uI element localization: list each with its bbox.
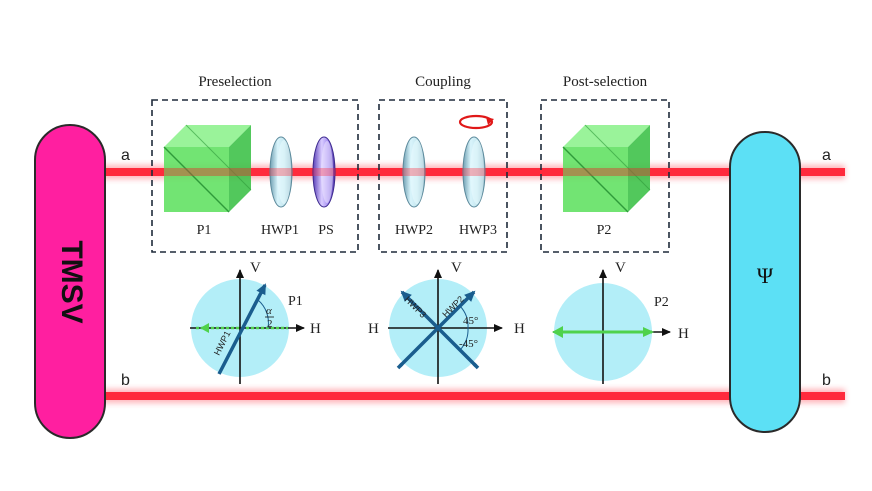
d2-angle-minus45: -45° [459,338,478,350]
d2-angle-45: 45° [463,315,478,327]
path-a-label-right: a [822,147,831,164]
coupling-title: Coupling [415,74,471,90]
path-a-label-left: a [121,147,130,164]
preselection-title: Preselection [198,74,272,90]
label-hwp3: HWP3 [459,223,497,238]
label-p2: P2 [597,223,612,238]
polarizer-p2 [562,124,651,213]
d1-p1-label: P1 [288,294,303,309]
d1-v-label: V [250,260,261,276]
waveplate-hwp1 [269,136,293,208]
waveplate-hwp2 [402,136,426,208]
d1-angle-den: 2 [267,318,273,330]
polarization-diagram-p1: V H P1 α 2 HWP1 [190,260,321,384]
phase-shifter-ps [312,136,336,208]
label-ps: PS [318,223,334,238]
polarization-diagram-p2: V H P2 [552,260,689,384]
d3-v-label: V [615,260,626,276]
tmsv-label: TMSV [55,240,88,323]
rotation-icon [458,114,494,130]
postselection-box [540,99,670,253]
d3-h-label: H [678,326,689,342]
d3-p2-label: P2 [654,295,669,310]
polarizer-p1 [163,124,252,213]
d1-angle-num: α [266,305,272,317]
d2-h-left-label: H [368,321,379,337]
psi-state: Ψ [729,131,801,433]
label-hwp2: HWP2 [395,223,433,238]
waveplate-hwp3 [462,136,486,208]
d1-h-label: H [310,321,321,337]
preselection-box [151,99,359,253]
label-hwp1: HWP1 [261,223,299,238]
path-b-label-left: b [121,372,130,389]
beam-b [100,389,845,403]
d2-v-label: V [451,260,462,276]
label-p1: P1 [197,223,212,238]
coupling-box [378,99,508,253]
tmsv-source: TMSV [34,124,106,439]
polarization-diagram-coupling: V H H 45° -45° HWP3 HWP2 [368,260,525,384]
psi-label: Ψ [757,263,774,288]
postselection-title: Post-selection [563,74,648,90]
path-b-label-right: b [822,372,831,389]
d2-h-label: H [514,321,525,337]
